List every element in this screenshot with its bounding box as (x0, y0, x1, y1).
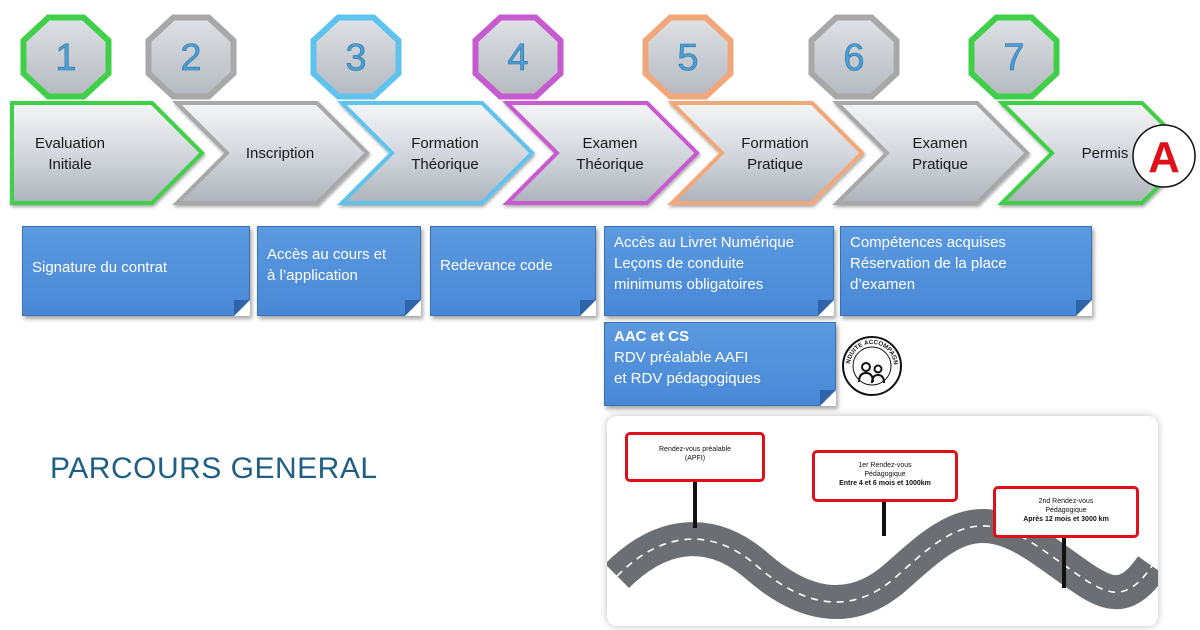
road-sign-3-line-1: 2nd Rendez-vous (1038, 498, 1094, 505)
step-label-3: Formation (411, 135, 479, 152)
road-graphic (607, 508, 1158, 619)
step-label-6: Examen (912, 135, 967, 152)
road-sign-3-line-2: Pédagogique (1045, 507, 1087, 514)
note-exam-line-2: Réservation de la place (850, 255, 1007, 272)
step-number-2: 2 (180, 37, 201, 79)
note-aac-line-1: RDV préalable AAFI (614, 349, 749, 366)
step-label-4: Examen (582, 135, 637, 152)
step-number-badge-6: 6 (808, 14, 900, 100)
step-label-1: Evaluation (35, 135, 105, 152)
note-fold (405, 300, 421, 316)
octagon-shape (808, 14, 900, 100)
note-contract-line-1: Signature du contrat (32, 259, 168, 276)
step-arrow-shape (337, 101, 535, 205)
road-sign-1: Rendez-vous préalable (APFI) (625, 432, 765, 482)
note-aac-title: AAC et CS (614, 328, 690, 345)
step-arrow-2: Inscription (172, 101, 370, 205)
road-sign-1-line-1: Rendez-vous préalable (659, 446, 731, 453)
note-course: Accès au cours et à l’application (257, 226, 421, 316)
octagon-shape (968, 14, 1060, 100)
step-label-2: Inscription (246, 145, 314, 162)
note-exam: Compétences acquises Réservation de la p… (840, 226, 1092, 316)
conduite-accompagnee-logo: CONDUITE ACCOMPAGNÉE (840, 334, 902, 396)
step-label-4-line-2: Théorique (576, 156, 644, 173)
step-number-badge-1: 1 (20, 14, 112, 100)
road-sign-2: 1er Rendez-vous Pédagogique Entre 4 et 6… (812, 450, 958, 502)
license-badge-circle (1132, 124, 1196, 188)
sign-post (1062, 536, 1066, 588)
road-sign-1-line-2: (APFI) (684, 455, 706, 462)
note-aac: AAC et CS RDV préalable AAFI et RDV péda… (604, 322, 836, 406)
octagon-shape (145, 14, 237, 100)
road-sign-2-line-2: Pédagogique (864, 471, 906, 478)
note-course-line-1: Accès au cours et (267, 246, 387, 263)
license-badge-letter: A (1148, 133, 1180, 182)
step-arrow-shape (502, 101, 700, 205)
note-fold (580, 300, 596, 316)
step-arrow-shape (10, 101, 205, 205)
step-number-1: 1 (55, 37, 76, 79)
note-fold (818, 300, 834, 316)
step-label-3-line-2: Théorique (411, 156, 479, 173)
note-contract: Signature du contrat (22, 226, 250, 316)
octagon-shape (310, 14, 402, 100)
octagon-shape (20, 14, 112, 100)
note-exam-line-1: Compétences acquises (850, 234, 1006, 251)
octagon-shape (472, 14, 564, 100)
step-number-badge-4: 4 (472, 14, 564, 100)
road-sign-3-line-3: Après 12 mois et 3000 km (1023, 516, 1109, 523)
people-icon (858, 362, 885, 384)
note-practice-line-2: Leçons de conduite (614, 255, 745, 272)
octagon-shape (642, 14, 734, 100)
step-number-badge-3: 3 (310, 14, 402, 100)
note-practice-line-1: Accès au Livret Numérique (614, 234, 795, 251)
note-fold (1076, 300, 1092, 316)
step-number-badge-5: 5 (642, 14, 734, 100)
step-label-6-line-2: Pratique (912, 156, 968, 173)
note-fee-line-1: Redevance code (440, 257, 553, 274)
step-number-4: 4 (507, 37, 528, 79)
note-fold (234, 300, 250, 316)
step-number-badge-2: 2 (145, 14, 237, 100)
step-arrow-shape (172, 101, 370, 205)
page-title: PARCOURS GENERAL (50, 452, 378, 485)
road-illustration: Rendez-vous préalable (APFI) 1er Rendez-… (607, 416, 1158, 626)
road-sign-3: 2nd Rendez-vous Pédagogique Après 12 moi… (993, 486, 1139, 538)
step-number-badge-7: 7 (968, 14, 1060, 100)
step-number-6: 6 (843, 37, 864, 79)
note-exam-line-3: d’examen (850, 276, 916, 293)
step-arrow-shape (667, 101, 865, 205)
note-aac-line-2: et RDV pédagogiques (614, 370, 761, 387)
note-practice-line-3: minimums obligatoires (614, 276, 764, 293)
step-number-5: 5 (677, 37, 698, 79)
step-arrow-shape (832, 101, 1030, 205)
note-fee: Redevance code (430, 226, 596, 316)
note-practice: Accès au Livret Numérique Leçons de cond… (604, 226, 834, 316)
sign-post (882, 500, 886, 536)
note-course-line-2: à l’application (267, 267, 358, 284)
step-label-7: Permis (1082, 145, 1129, 162)
sign-post (693, 480, 697, 528)
road-sign-2-line-3: Entre 4 et 6 mois et 1000km (839, 480, 931, 487)
step-label-5: Formation (741, 135, 809, 152)
step-number-3: 3 (345, 37, 366, 79)
step-label-5-line-2: Pratique (747, 156, 803, 173)
step-label-1-line-2: Initiale (48, 156, 91, 173)
license-a-badge: A (1132, 124, 1196, 188)
road-sign-2-line-1: 1er Rendez-vous (858, 462, 912, 469)
note-fold (820, 390, 836, 406)
step-number-7: 7 (1003, 37, 1024, 79)
